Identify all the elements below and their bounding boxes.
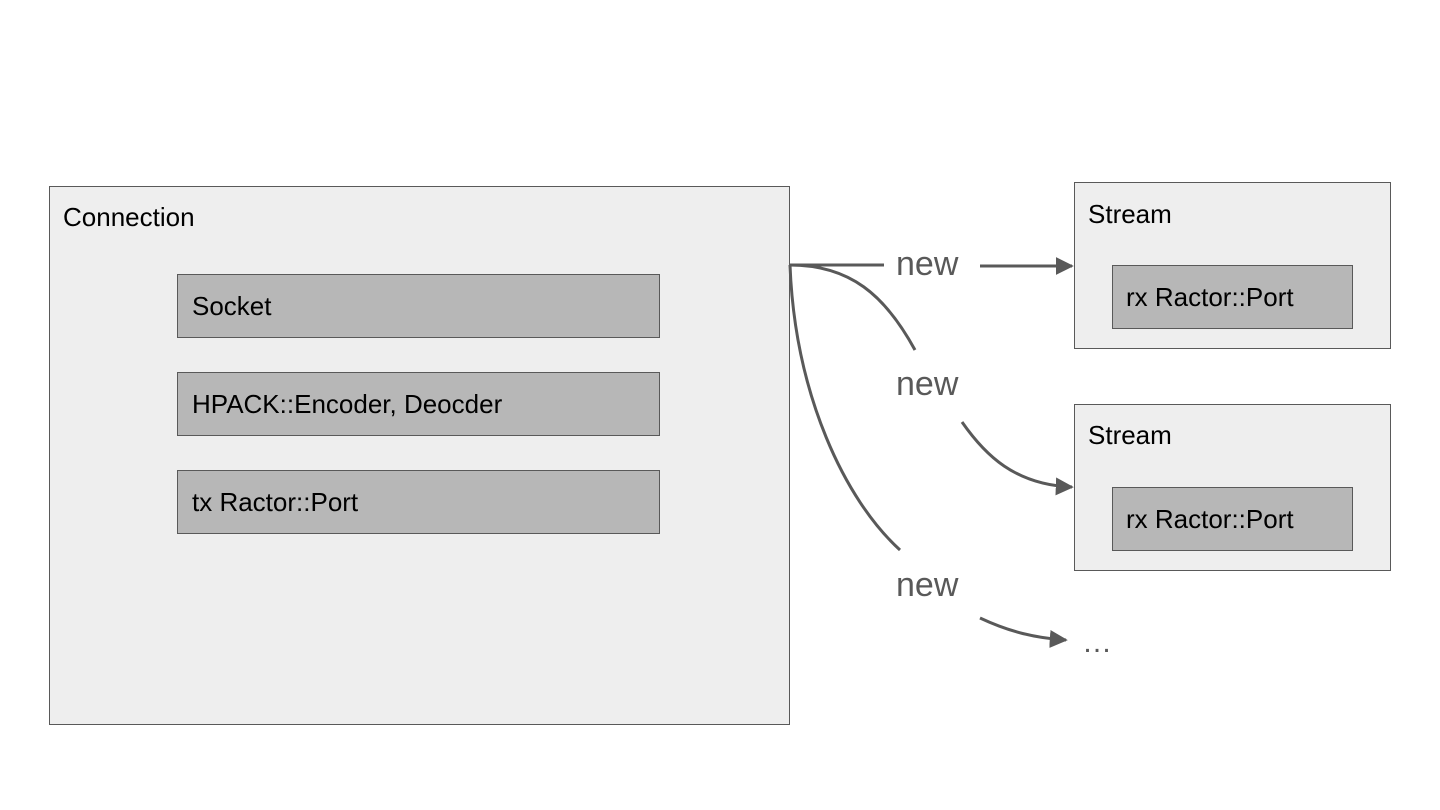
arrow-2-end (960, 421, 1074, 496)
arrow-3-start (788, 264, 902, 552)
arrow-label-3: new (896, 566, 959, 604)
rx-port-box-1: rx Ractor::Port (1112, 265, 1353, 329)
connection-title: Connection (63, 202, 195, 232)
socket-box: Socket (177, 274, 660, 338)
stream-title-2: Stream (1088, 420, 1172, 450)
arrow-3-end (979, 616, 1068, 648)
rx-port-box-2: rx Ractor::Port (1112, 487, 1353, 551)
hpack-box: HPACK::Encoder, Deocder (177, 372, 660, 436)
more-streams-ellipsis: … (1082, 626, 1112, 659)
arrow-2-start (789, 263, 917, 351)
arrow-label-2: new (896, 365, 959, 403)
tx-port-box: tx Ractor::Port (177, 470, 660, 534)
arrow-label-1: new (896, 245, 959, 283)
stream-title-1: Stream (1088, 199, 1172, 229)
